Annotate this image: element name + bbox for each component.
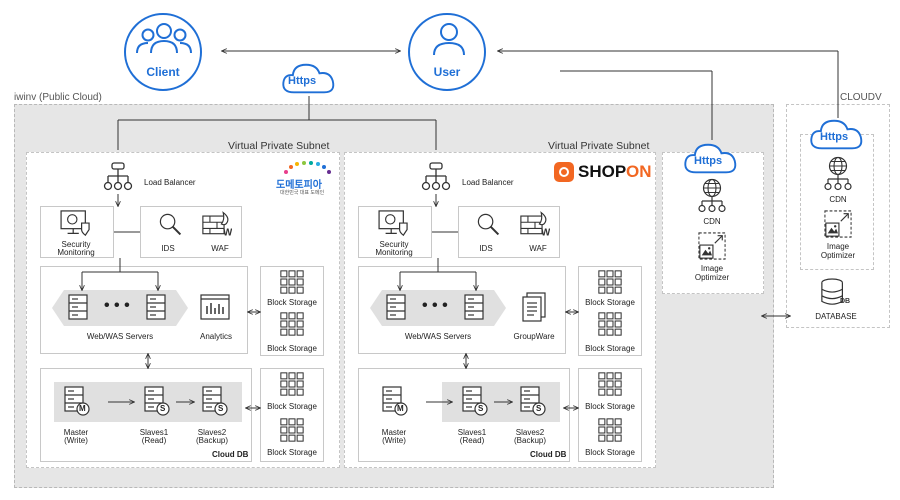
left-analytics-label: Analytics	[199, 332, 233, 341]
left-web-ellipsis: • • •	[104, 297, 130, 314]
subnet-right-title: Virtual Private Subnet	[548, 140, 650, 152]
client-label: Client	[146, 65, 180, 79]
right-groupware-label: GroupWare	[513, 332, 555, 341]
left-storage-label-4: Block Storage	[267, 448, 317, 457]
right-cloud-db-label: Cloud DB	[530, 450, 567, 459]
subnet-left-title: Virtual Private Subnet	[228, 140, 330, 152]
left-master-badge-letter: M	[79, 404, 86, 413]
left-load-balancer-label: Load Balancer	[144, 178, 196, 187]
left-security-label-1: Security	[61, 240, 91, 249]
left-cloud-db-label: Cloud DB	[212, 450, 249, 459]
edge-cdn-tree	[698, 196, 726, 213]
left-storage-label-1: Block Storage	[267, 298, 317, 307]
right-ids-label: IDS	[479, 244, 493, 253]
right-web-was-label: Web/WAS Servers	[404, 332, 472, 341]
right-storage-label-3: Block Storage	[585, 402, 635, 411]
shopon-logo-on: ON	[626, 162, 652, 181]
left-slave1-badge-letter: S	[160, 404, 166, 413]
right-slave1-badge-letter: S	[478, 404, 484, 413]
edge-image-optimizer-label-2: Optimizer	[694, 273, 730, 282]
right-security-label-1: Security	[379, 240, 409, 249]
left-security-label-2: Monitoring	[57, 248, 95, 257]
database-db-badge: DB	[840, 298, 851, 305]
left-master-label-1: Master	[63, 428, 89, 437]
right-slave1-label-1: Slaves1	[457, 428, 487, 437]
right-master-label-2: (Write)	[382, 436, 406, 445]
left-slave2-label-2: (Backup)	[195, 436, 229, 445]
user-icon	[433, 23, 465, 56]
dometopia-logo-icon	[284, 161, 331, 174]
https-label: Https	[288, 75, 317, 87]
right-master-badge-letter: M	[397, 404, 404, 413]
right-web-ellipsis: • • •	[422, 297, 448, 314]
right-security-label-2: Monitoring	[375, 248, 413, 257]
cloudv-image-optimizer-label-1: Image	[826, 242, 850, 251]
shopon-logo-ring	[559, 167, 569, 177]
cloudv-inner-zone	[800, 134, 874, 270]
right-waf-label: WAF	[529, 244, 547, 253]
left-storage-label-3: Block Storage	[267, 402, 317, 411]
edge-cdn-label: CDN	[703, 217, 721, 226]
dometopia-logo-text: 도메토피아	[276, 180, 322, 191]
right-slave2-label-2: (Backup)	[513, 436, 547, 445]
right-storage-label-4: Block Storage	[585, 448, 635, 457]
right-master-label-1: Master	[381, 428, 407, 437]
cloudv-image-optimizer-label-2: Optimizer	[820, 251, 856, 260]
left-storage-label-2: Block Storage	[267, 344, 317, 353]
shopon-logo-text: SHOP	[578, 162, 627, 181]
left-slave2-label-1: Slaves2	[197, 428, 227, 437]
left-slave2-badge-letter: S	[218, 404, 224, 413]
edge-image-optimizer-label-1: Image	[700, 264, 724, 273]
right-slave2-badge-letter: S	[536, 404, 542, 413]
public-cloud-title: iwinv (Public Cloud)	[14, 92, 102, 103]
right-storage-label-1: Block Storage	[585, 298, 635, 307]
dometopia-logo-sub: 대한민국 대표 도메인	[280, 190, 325, 196]
cloudv-cdn-tree	[824, 174, 852, 191]
left-master-label-2: (Write)	[64, 436, 88, 445]
left-slave1-label-2: (Read)	[141, 436, 167, 445]
right-slave2-label-1: Slaves2	[515, 428, 545, 437]
database-label: DATABASE	[815, 312, 857, 321]
client-node: Client	[124, 13, 202, 91]
left-slave1-label-1: Slaves1	[139, 428, 169, 437]
cloudv-https-label: Https	[820, 131, 849, 143]
cloudv-cdn-label: CDN	[829, 195, 847, 204]
cloudv-title: CLOUDV	[840, 92, 882, 103]
user-node: User	[408, 13, 486, 91]
edge-https-label: Https	[694, 155, 723, 167]
client-group-icon	[136, 23, 192, 54]
left-web-was-label: Web/WAS Servers	[86, 332, 154, 341]
left-waf-label: WAF	[211, 244, 229, 253]
right-load-balancer-label: Load Balancer	[462, 178, 514, 187]
user-label: User	[433, 65, 461, 79]
right-slave1-label-2: (Read)	[459, 436, 485, 445]
left-ids-label: IDS	[161, 244, 175, 253]
right-storage-label-2: Block Storage	[585, 344, 635, 353]
